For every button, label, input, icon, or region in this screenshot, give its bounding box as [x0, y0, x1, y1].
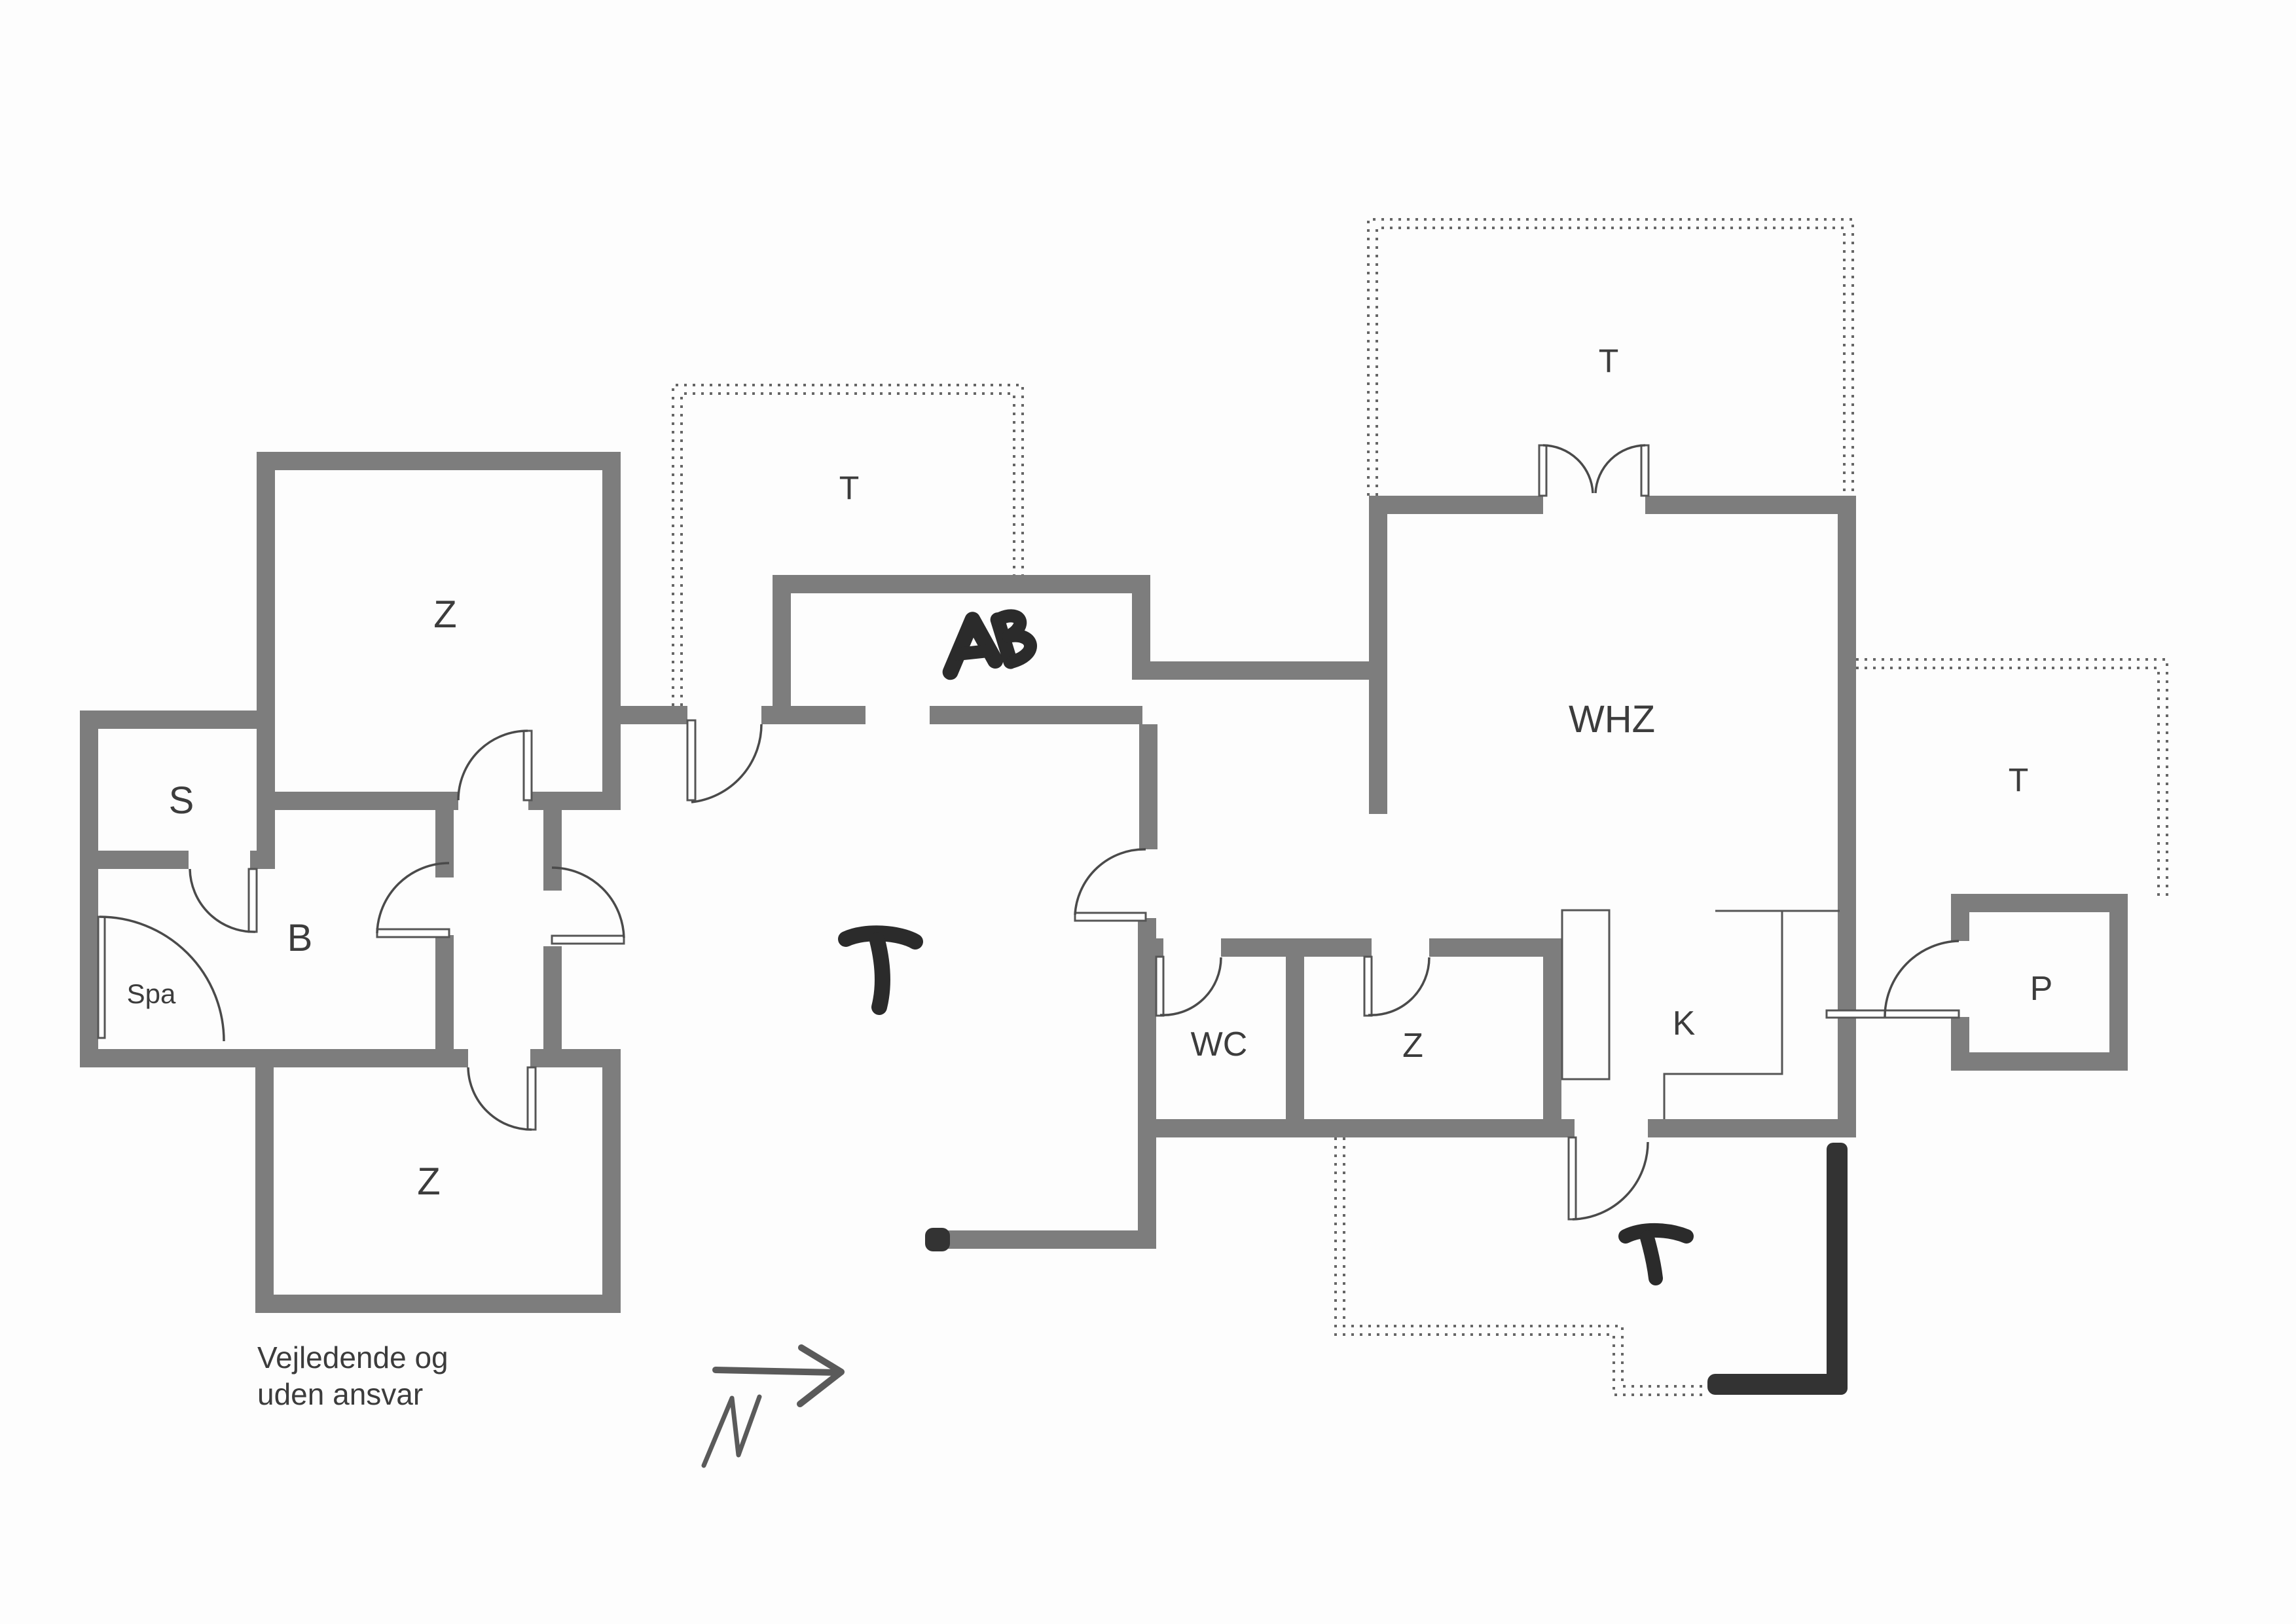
- label-room-z-wing: Z: [1402, 1027, 1423, 1065]
- disclaimer-line1: Vejledende og: [257, 1340, 448, 1375]
- disclaimer-line2: uden ansvar: [257, 1377, 423, 1411]
- label-room-z-top: Z: [433, 593, 456, 636]
- label-room-whz: WHZ: [1569, 698, 1655, 741]
- north-arrow: [701, 1344, 845, 1468]
- label-room-wc: WC: [1191, 1025, 1248, 1063]
- kitchen-counters: [1561, 909, 1840, 1119]
- walls: [80, 452, 2128, 1313]
- label-room-p: P: [2030, 970, 2053, 1008]
- label-room-b: B: [287, 917, 313, 959]
- door-arcs: [99, 444, 1959, 1221]
- annotation-t-terrace: [1618, 1223, 1694, 1285]
- annotation-t-hall: [838, 925, 923, 1015]
- black-marker-walls: [925, 1143, 1848, 1395]
- label-room-k: K: [1673, 1005, 1696, 1043]
- door-leaves: [97, 444, 1960, 1221]
- label-room-z-bottom: Z: [417, 1160, 440, 1203]
- label-room-s: S: [169, 779, 194, 822]
- label-room-spa: Spa: [127, 978, 176, 1009]
- label-terrace-right: T: [2009, 762, 2029, 798]
- annotation-ab: [942, 609, 1037, 680]
- north-letter-n: [701, 1394, 762, 1468]
- label-terrace-mid: T: [839, 470, 860, 506]
- terrace-dotted-outlines: [672, 218, 2168, 1396]
- label-terrace-top: T: [1599, 342, 1619, 379]
